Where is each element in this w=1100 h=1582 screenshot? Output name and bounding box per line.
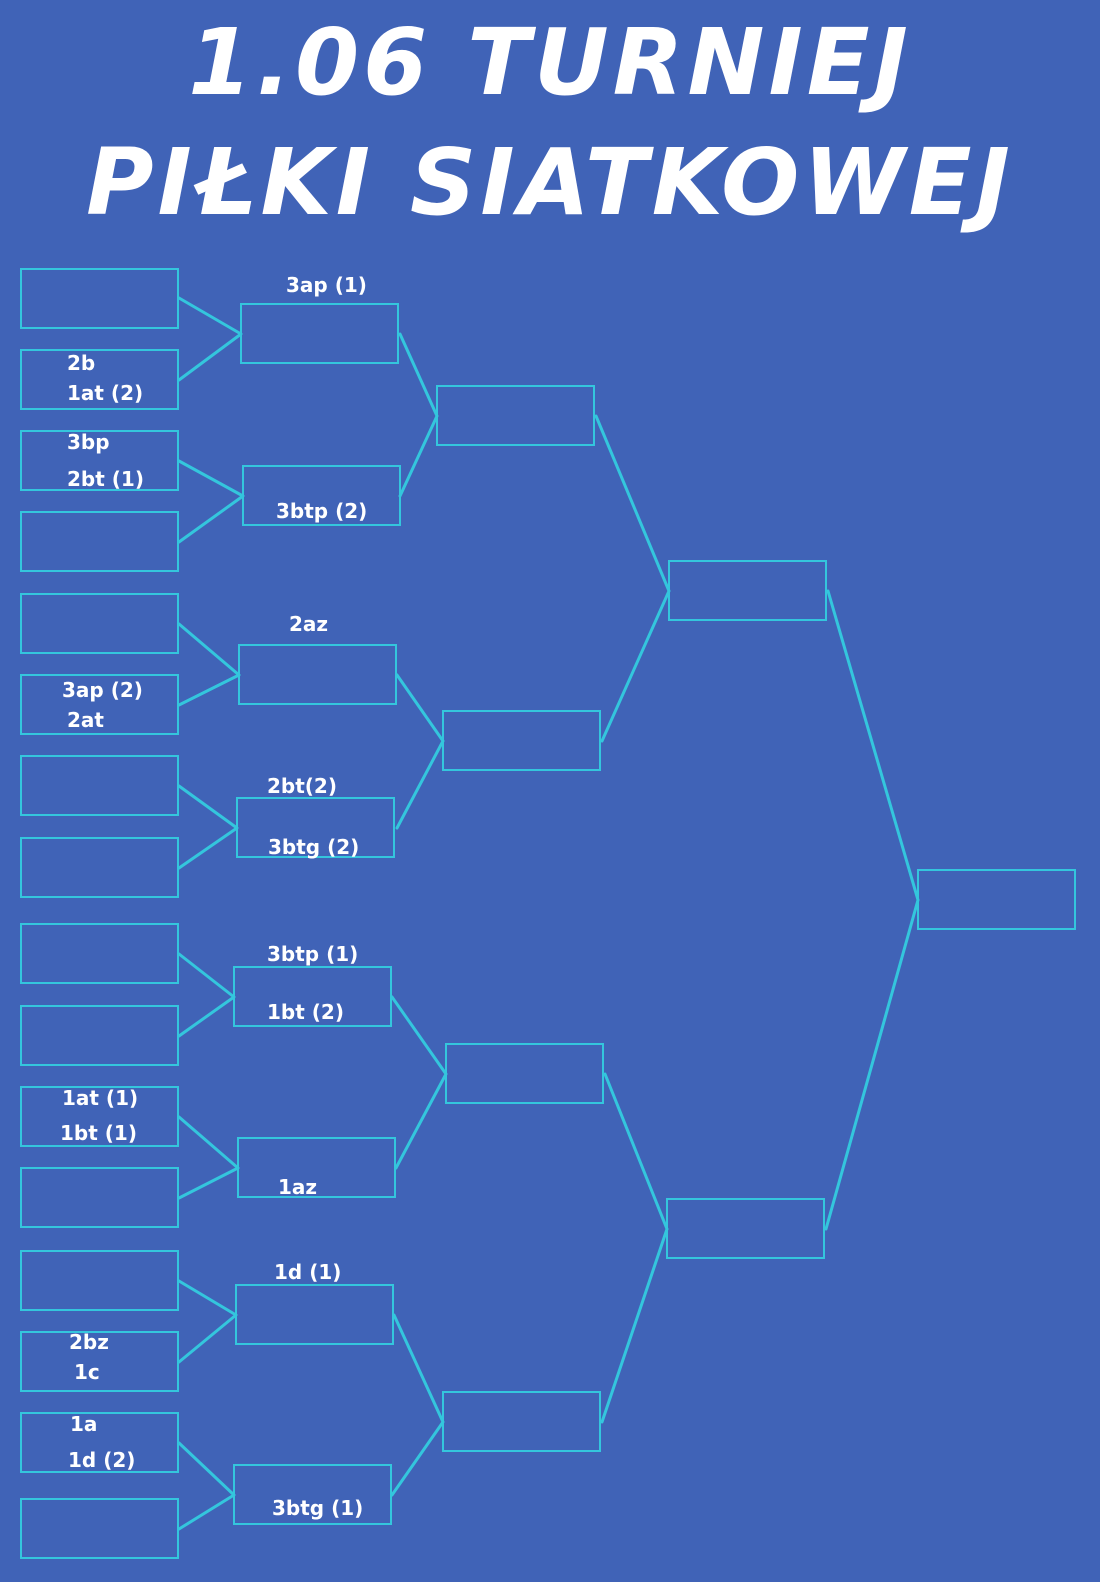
connector-r1-9-10 xyxy=(177,952,236,1038)
round1-slot-5[interactable] xyxy=(20,593,179,654)
final-slot[interactable] xyxy=(917,869,1076,930)
team-label: 2b xyxy=(67,351,96,375)
team-label: 1c xyxy=(74,1360,100,1384)
round1-slot-12[interactable] xyxy=(20,1167,179,1228)
connector-r1-11-12 xyxy=(177,1115,240,1200)
round3-slot-1[interactable] xyxy=(436,385,595,446)
round3-slot-4[interactable] xyxy=(442,1391,601,1452)
round1-slot-13[interactable] xyxy=(20,1250,179,1311)
round1-slot-4[interactable] xyxy=(20,511,179,572)
team-label: 3ap (1) xyxy=(286,273,367,297)
team-label: 2bz xyxy=(69,1330,109,1354)
connector-r1-15-16 xyxy=(177,1441,236,1531)
round4-slot-2[interactable] xyxy=(666,1198,825,1259)
team-label: 1at (2) xyxy=(67,381,144,405)
team-label: 1az xyxy=(278,1175,318,1199)
round2-slot-1[interactable] xyxy=(240,303,399,364)
round2-slot-3[interactable] xyxy=(238,644,397,705)
team-label: 1a xyxy=(70,1412,98,1436)
round2-slot-7[interactable] xyxy=(235,1284,394,1345)
team-label: 1d (2) xyxy=(68,1448,136,1472)
connector-r4-final xyxy=(824,589,920,1231)
connector-r1-1-2 xyxy=(177,296,243,382)
connector-r3-3-4 xyxy=(600,1072,669,1424)
title-line-1: 1.06 TURNIEJ xyxy=(188,9,912,116)
round1-slot-10[interactable] xyxy=(20,1005,179,1066)
team-label: 3btp (2) xyxy=(276,499,368,523)
connector-r1-5-6 xyxy=(177,622,241,707)
team-label: 2at xyxy=(67,708,104,732)
connector-r2-5-6 xyxy=(390,995,448,1170)
team-label: 1d (1) xyxy=(274,1260,342,1284)
round3-slot-2[interactable] xyxy=(442,710,601,771)
round1-slot-9[interactable] xyxy=(20,923,179,984)
team-label: 1at (1) xyxy=(62,1086,139,1110)
team-label: 3ap (2) xyxy=(62,678,143,702)
team-label: 2az xyxy=(289,612,329,636)
connector-r3-1-2 xyxy=(594,414,671,743)
connector-r2-3-4 xyxy=(395,673,445,830)
connector-r1-13-14 xyxy=(177,1279,238,1364)
round1-slot-7[interactable] xyxy=(20,755,179,816)
team-label: 2bt(2) xyxy=(267,774,337,798)
round3-slot-3[interactable] xyxy=(445,1043,604,1104)
team-label: 1bt (2) xyxy=(267,1000,344,1024)
connector-r2-7-8 xyxy=(390,1313,445,1497)
round1-slot-1[interactable] xyxy=(20,268,179,329)
title-line-2: PIŁKI SIATKOWEJ xyxy=(86,129,1014,236)
connector-r2-1-2 xyxy=(398,332,439,498)
round4-slot-1[interactable] xyxy=(668,560,827,621)
team-label: 3btp (1) xyxy=(267,942,359,966)
round1-slot-16[interactable] xyxy=(20,1498,179,1559)
round1-slot-8[interactable] xyxy=(20,837,179,898)
team-label: 3bp xyxy=(67,430,110,454)
team-label: 2bt (1) xyxy=(67,467,144,491)
team-label: 3btg (1) xyxy=(272,1496,364,1520)
team-label: 1bt (1) xyxy=(60,1121,137,1145)
team-label: 3btg (2) xyxy=(268,835,360,859)
connector-r1-3-4 xyxy=(177,459,245,544)
connector-r1-7-8 xyxy=(177,784,239,870)
